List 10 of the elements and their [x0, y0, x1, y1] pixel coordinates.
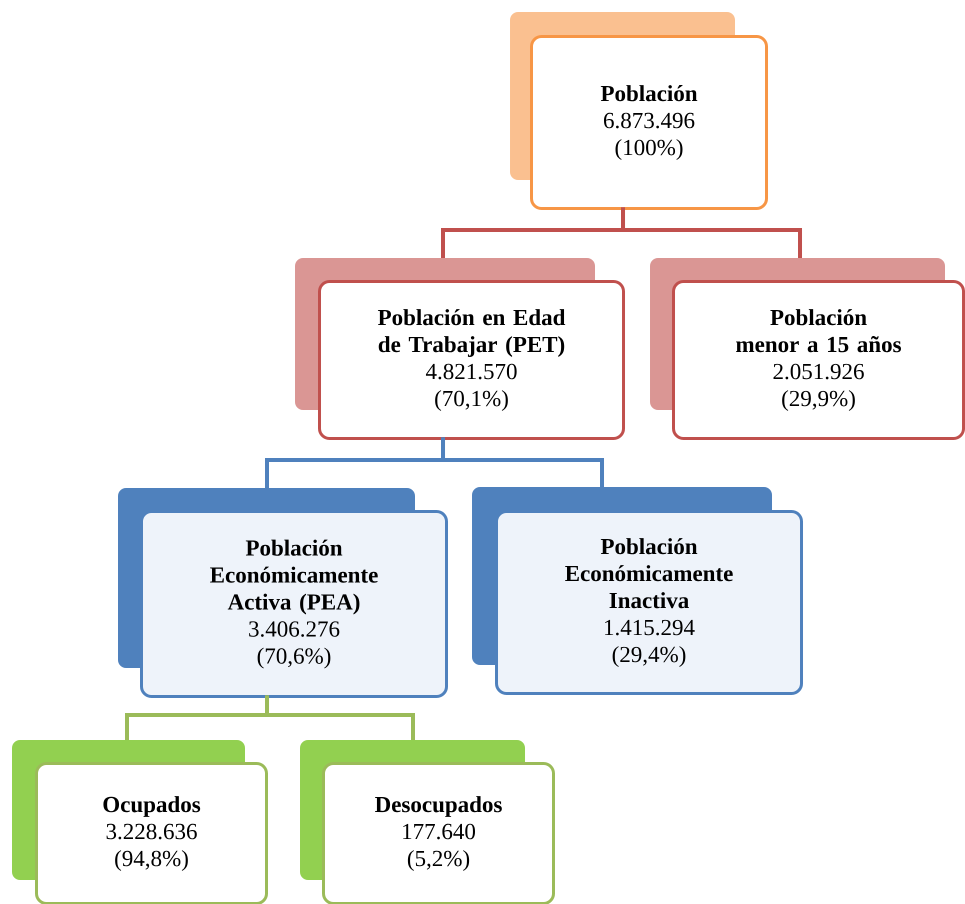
- process-box: Ocupados 3.228.636 (94,8%): [12, 740, 268, 904]
- process-box: Población en Edad de Trabajar (PET) 4.821.570 (70,1%): [295, 258, 625, 440]
- process-box: Población 6.873.496 (100%): [510, 12, 768, 210]
- process-box: Población menor a 15 años 2.051.926 (29,9%): [650, 258, 965, 440]
- connector-line: [265, 695, 415, 740]
- process-box: Población Económicamente Activa (PEA) 3.406.276 (70,6%): [118, 488, 448, 698]
- connector-line: [621, 207, 802, 258]
- process-box: Desocupados 177.640 (5,2%): [300, 740, 555, 904]
- process-box: Población Económicamente Inactiva 1.415.294 (29,4%): [472, 487, 804, 695]
- connector-line: [441, 437, 604, 487]
